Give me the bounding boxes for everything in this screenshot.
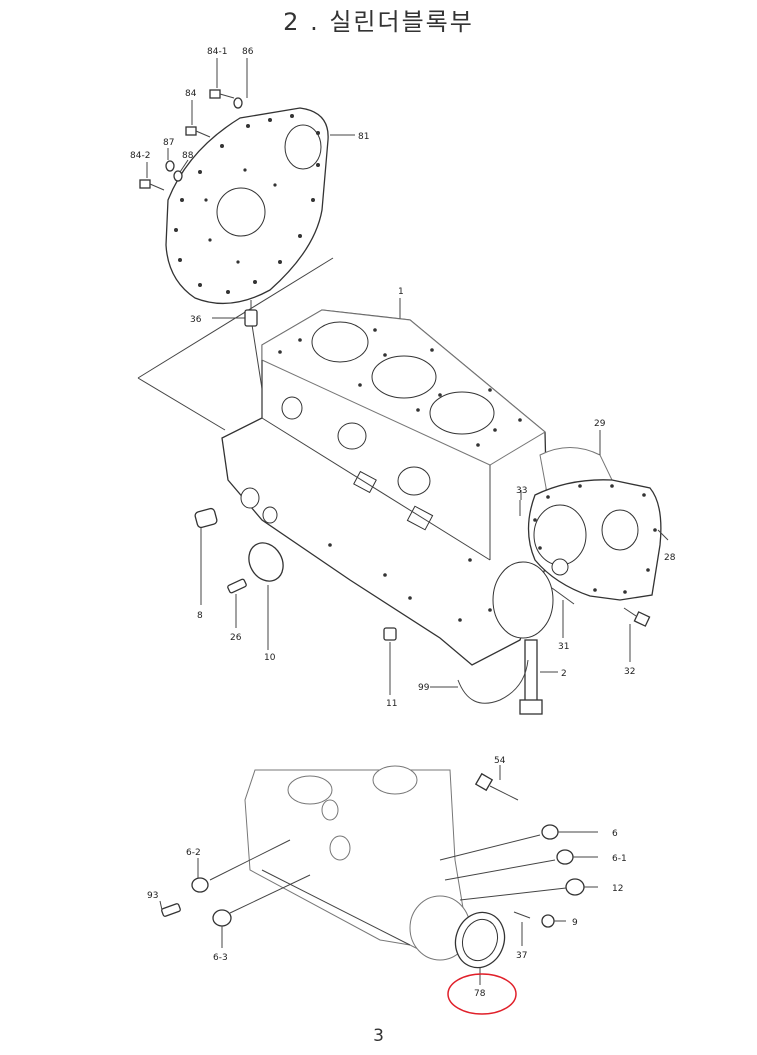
fitting-36 — [244, 300, 258, 327]
front-block-view — [244, 765, 471, 961]
label-81: 81 — [358, 132, 369, 142]
label-36: 36 — [190, 315, 202, 325]
nipple-26 — [227, 578, 247, 594]
clamp-99 — [457, 659, 529, 704]
plug-8 — [194, 507, 218, 529]
cylinder-block — [221, 309, 554, 666]
label-87: 87 — [163, 138, 174, 148]
label-93: 93 — [147, 891, 158, 901]
label-37: 37 — [516, 951, 527, 961]
page-number: 3 — [373, 1026, 384, 1046]
cap-9 — [541, 914, 555, 928]
bolt-84 — [185, 126, 211, 138]
label-84-1: 84-1 — [207, 47, 227, 57]
washer-88 — [173, 170, 183, 182]
nipple-93 — [161, 903, 181, 917]
stud-bolt-2 — [519, 639, 543, 715]
bush-6 — [541, 824, 559, 840]
page-title: 2 . 실린더블록부 — [283, 8, 474, 36]
leader-lines-middle — [200, 430, 669, 695]
plug-11 — [383, 627, 397, 641]
highlight-circle-78 — [447, 973, 517, 1015]
gear-case-plate-28 — [527, 479, 662, 601]
flywheel-housing-plate — [165, 107, 329, 304]
label-84-2: 84-2 — [130, 151, 150, 161]
dowel-31 — [551, 587, 575, 605]
bolt-84-1 — [209, 89, 235, 99]
bolt-32 — [623, 607, 651, 627]
bolt-84-2 — [139, 179, 165, 191]
label-33: 33 — [516, 486, 527, 496]
oil-seal-78 — [454, 911, 506, 969]
label-12: 12 — [612, 884, 623, 894]
label-1: 1 — [398, 287, 404, 297]
label-9: 9 — [572, 918, 578, 928]
bush-6-3 — [212, 909, 232, 927]
label-2: 2 — [561, 669, 567, 679]
label-54: 54 — [494, 756, 506, 766]
washer-87 — [165, 160, 175, 172]
label-32: 32 — [624, 667, 635, 677]
pin-37 — [513, 911, 531, 919]
label-84: 84 — [185, 89, 197, 99]
label-86: 86 — [242, 47, 254, 57]
bush-6-1 — [556, 849, 574, 865]
bolt-54 — [474, 772, 519, 801]
seal-12 — [565, 878, 585, 896]
label-10: 10 — [264, 653, 276, 663]
label-26: 26 — [230, 633, 242, 643]
expansion-plug-10 — [248, 542, 284, 582]
label-99: 99 — [418, 683, 430, 693]
label-88: 88 — [182, 151, 194, 161]
label-78: 78 — [474, 989, 486, 999]
leader-lines-bottom — [159, 765, 598, 985]
label-6-2: 6-2 — [186, 848, 201, 858]
label-31: 31 — [558, 642, 569, 652]
label-6-1: 6-1 — [612, 854, 627, 864]
washer-86 — [233, 97, 243, 109]
label-6-3: 6-3 — [213, 953, 228, 963]
label-11: 11 — [386, 699, 397, 709]
bush-6-2 — [191, 877, 209, 893]
part-labels: 84-1 86 84 87 84-2 88 81 36 1 29 33 28 8… — [130, 47, 676, 999]
label-6: 6 — [612, 829, 618, 839]
label-29: 29 — [594, 419, 606, 429]
label-28: 28 — [664, 553, 676, 563]
label-8: 8 — [197, 611, 203, 621]
